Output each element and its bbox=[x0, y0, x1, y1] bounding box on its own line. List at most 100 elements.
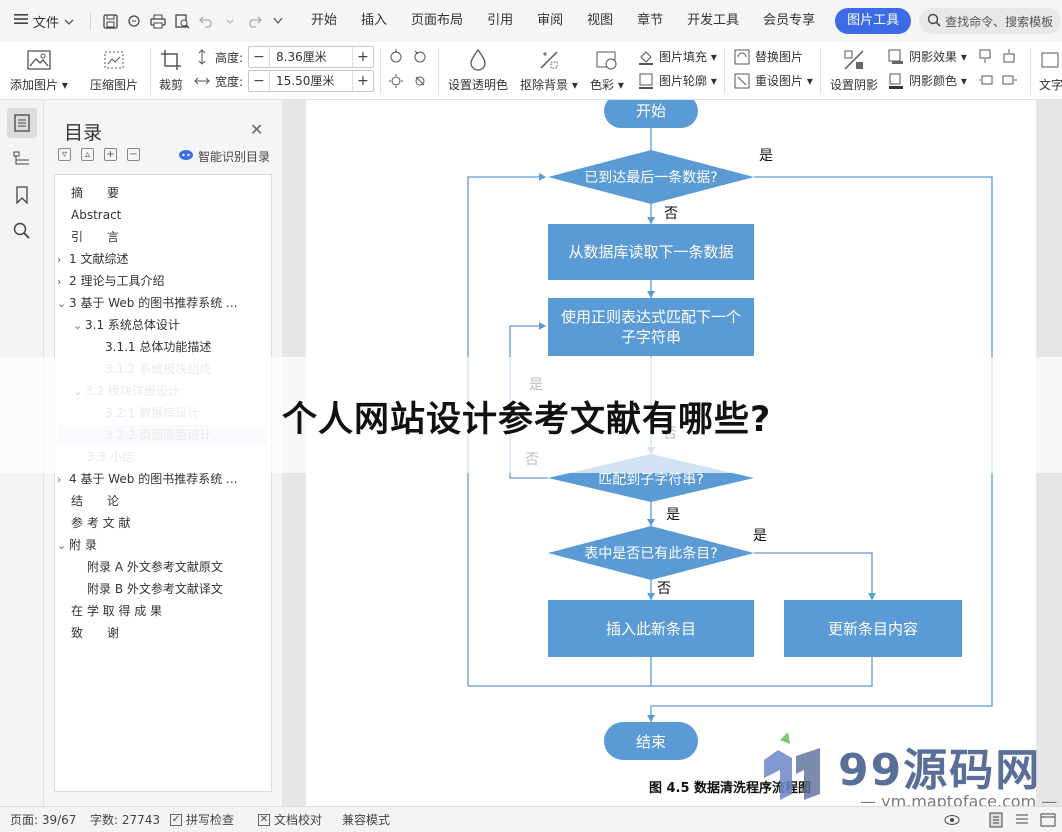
tab-8[interactable]: 会员专享 bbox=[763, 13, 816, 28]
rotate-left-icon[interactable] bbox=[388, 48, 408, 67]
set-transparency-button[interactable]: 设置透明色 bbox=[448, 48, 508, 93]
toc-item[interactable]: 摘 要 bbox=[57, 183, 267, 203]
toc-panel-icon[interactable] bbox=[7, 108, 37, 138]
redo-icon[interactable] bbox=[245, 12, 263, 30]
height-value[interactable]: 8.36厘米 bbox=[269, 47, 354, 67]
toc-item[interactable]: 3.1.1 总体功能描述 bbox=[57, 337, 267, 357]
toc-item[interactable]: ›4 基于 Web 的图书推荐系统 ... bbox=[57, 469, 267, 489]
toc-item[interactable]: 结 论 bbox=[57, 491, 267, 511]
toc-item[interactable]: 在 学 取 得 成 果 bbox=[57, 601, 267, 621]
web-view-icon[interactable] bbox=[1040, 807, 1056, 832]
export-icon[interactable] bbox=[125, 12, 143, 30]
toc-item[interactable]: 引 言 bbox=[57, 227, 267, 247]
tab-0[interactable]: 开始 bbox=[311, 13, 338, 28]
remove-heading-icon[interactable]: − bbox=[127, 148, 140, 161]
chevron-down-icon[interactable]: ⌄ bbox=[73, 319, 83, 332]
nudge-down-icon[interactable] bbox=[1002, 48, 1022, 67]
search-icon[interactable] bbox=[7, 216, 37, 246]
flip-vertical-icon[interactable] bbox=[412, 73, 432, 92]
word-count[interactable]: 字数: 27743 bbox=[90, 813, 161, 827]
eye-icon[interactable] bbox=[944, 807, 960, 832]
shadow-effect-button[interactable]: 阴影效果 ▾ bbox=[888, 48, 967, 65]
spell-check-toggle[interactable]: ✓ 拼写检查 bbox=[170, 807, 234, 832]
smart-toc-button[interactable]: 智能识别目录 bbox=[178, 148, 270, 165]
toc-item[interactable]: ›2 理论与工具介绍 bbox=[57, 271, 267, 291]
tab-picture-tools[interactable]: 图片工具 bbox=[835, 8, 912, 34]
replace-image-button[interactable]: 替换图片 bbox=[734, 48, 803, 65]
tab-3[interactable]: 引用 bbox=[487, 13, 514, 28]
compress-image-button[interactable]: 压缩图片 bbox=[90, 48, 138, 93]
toc-item[interactable]: 附录 A 外文参考文献原文 bbox=[57, 557, 267, 577]
tab-5[interactable]: 视图 bbox=[587, 13, 614, 28]
undo-icon[interactable] bbox=[197, 12, 215, 30]
flow-arrow bbox=[868, 593, 876, 600]
tab-1[interactable]: 插入 bbox=[361, 13, 388, 28]
outline-view-icon[interactable] bbox=[1014, 807, 1030, 832]
add-image-button[interactable]: 添加图片 ▾ bbox=[10, 48, 68, 93]
file-menu[interactable]: 文件 bbox=[0, 0, 84, 42]
crop-button[interactable]: 裁剪 bbox=[158, 48, 184, 93]
height-decrement-button[interactable]: − bbox=[253, 49, 265, 65]
chevron-down-icon[interactable]: ⌄ bbox=[57, 297, 67, 310]
toc-item[interactable]: ⌄附 录 bbox=[57, 535, 267, 555]
nudge-up-icon[interactable] bbox=[978, 48, 998, 67]
save-icon[interactable] bbox=[101, 12, 119, 30]
height-stepper[interactable]: − 8.36厘米 + bbox=[248, 46, 375, 68]
watermark-logo-icon bbox=[764, 732, 820, 800]
width-value[interactable]: 15.50厘米 bbox=[269, 71, 354, 91]
height-increment-button[interactable]: + bbox=[357, 49, 369, 65]
page-indicator[interactable]: 页面: 39/67 bbox=[10, 813, 77, 827]
reset-image-button[interactable]: 重设图片 ▾ bbox=[734, 72, 813, 89]
chevron-right-icon[interactable]: › bbox=[57, 473, 62, 486]
print-preview-icon[interactable] bbox=[173, 12, 191, 30]
chapter-nav-icon[interactable] bbox=[7, 144, 37, 174]
shadow-nudge-group bbox=[978, 48, 1022, 92]
chevron-right-icon[interactable]: › bbox=[57, 275, 62, 288]
text-wrap-button[interactable]: 文字 bbox=[1038, 48, 1062, 93]
image-fill-button[interactable]: 图片填充 ▾ bbox=[638, 48, 717, 65]
command-search[interactable]: 查找命令、搜索模板 bbox=[919, 8, 1062, 34]
flip-horizontal-icon[interactable] bbox=[388, 73, 408, 92]
nudge-right-icon[interactable] bbox=[1002, 73, 1022, 92]
crop-icon bbox=[158, 48, 184, 72]
print-icon[interactable] bbox=[149, 12, 167, 30]
chevron-right-icon[interactable]: › bbox=[57, 253, 62, 266]
toc-item[interactable]: ⌄3.1 系统总体设计 bbox=[57, 315, 267, 335]
expand-all-icon[interactable]: ▵ bbox=[81, 148, 94, 161]
toc-item[interactable]: Abstract bbox=[57, 205, 267, 225]
toc-item[interactable]: 参 考 文 献 bbox=[57, 513, 267, 533]
add-heading-icon[interactable]: + bbox=[104, 148, 117, 161]
flowchart-figure[interactable]: 开始结束已到达最后一条数据?匹配到子字符串?表中是否已有此条目?从数据库读取下一… bbox=[306, 94, 1036, 806]
tab-6[interactable]: 章节 bbox=[637, 13, 664, 28]
toc-item[interactable]: ›1 文献综述 bbox=[57, 249, 267, 269]
toc-item[interactable]: 致 谢 bbox=[57, 623, 267, 643]
watermark-brand: 99源码网 bbox=[838, 745, 1042, 796]
shadow-color-button[interactable]: 阴影颜色 ▾ bbox=[888, 72, 967, 89]
chevron-down-icon[interactable]: ⌄ bbox=[57, 539, 67, 552]
page-view-icon[interactable] bbox=[988, 807, 1004, 832]
toc-item-label: 结 论 bbox=[71, 494, 120, 508]
width-increment-button[interactable]: + bbox=[357, 73, 369, 89]
remove-background-icon bbox=[536, 48, 562, 72]
tab-2[interactable]: 页面布局 bbox=[411, 13, 464, 28]
nudge-left-icon[interactable] bbox=[978, 73, 998, 92]
set-shadow-button[interactable]: 设置阴影 bbox=[830, 48, 878, 93]
remove-background-button[interactable]: 抠除背景 ▾ bbox=[520, 48, 578, 93]
chevron-down-icon[interactable] bbox=[221, 12, 239, 30]
toc-item[interactable]: ⌄3 基于 Web 的图书推荐系统 ... bbox=[57, 293, 267, 313]
tab-4[interactable]: 审阅 bbox=[537, 13, 564, 28]
bookmark-icon[interactable] bbox=[7, 180, 37, 210]
color-button[interactable]: 色彩 ▾ bbox=[590, 48, 624, 93]
width-decrement-button[interactable]: − bbox=[253, 73, 265, 89]
close-icon[interactable]: ✕ bbox=[250, 120, 264, 139]
rotate-right-icon[interactable] bbox=[412, 48, 432, 67]
image-outline-button[interactable]: 图片轮廓 ▾ bbox=[638, 72, 717, 89]
tab-7[interactable]: 开发工具 bbox=[687, 13, 740, 28]
outline-icon bbox=[638, 73, 654, 89]
shadow-effect-icon bbox=[888, 49, 904, 65]
toc-item[interactable]: 附录 B 外文参考文献译文 bbox=[57, 579, 267, 599]
proofread-toggle[interactable]: ✕ 文档校对 bbox=[258, 807, 322, 832]
customize-toolbar-icon[interactable] bbox=[269, 12, 287, 30]
width-stepper[interactable]: − 15.50厘米 + bbox=[248, 70, 375, 92]
collapse-all-icon[interactable]: ▿ bbox=[58, 148, 71, 161]
